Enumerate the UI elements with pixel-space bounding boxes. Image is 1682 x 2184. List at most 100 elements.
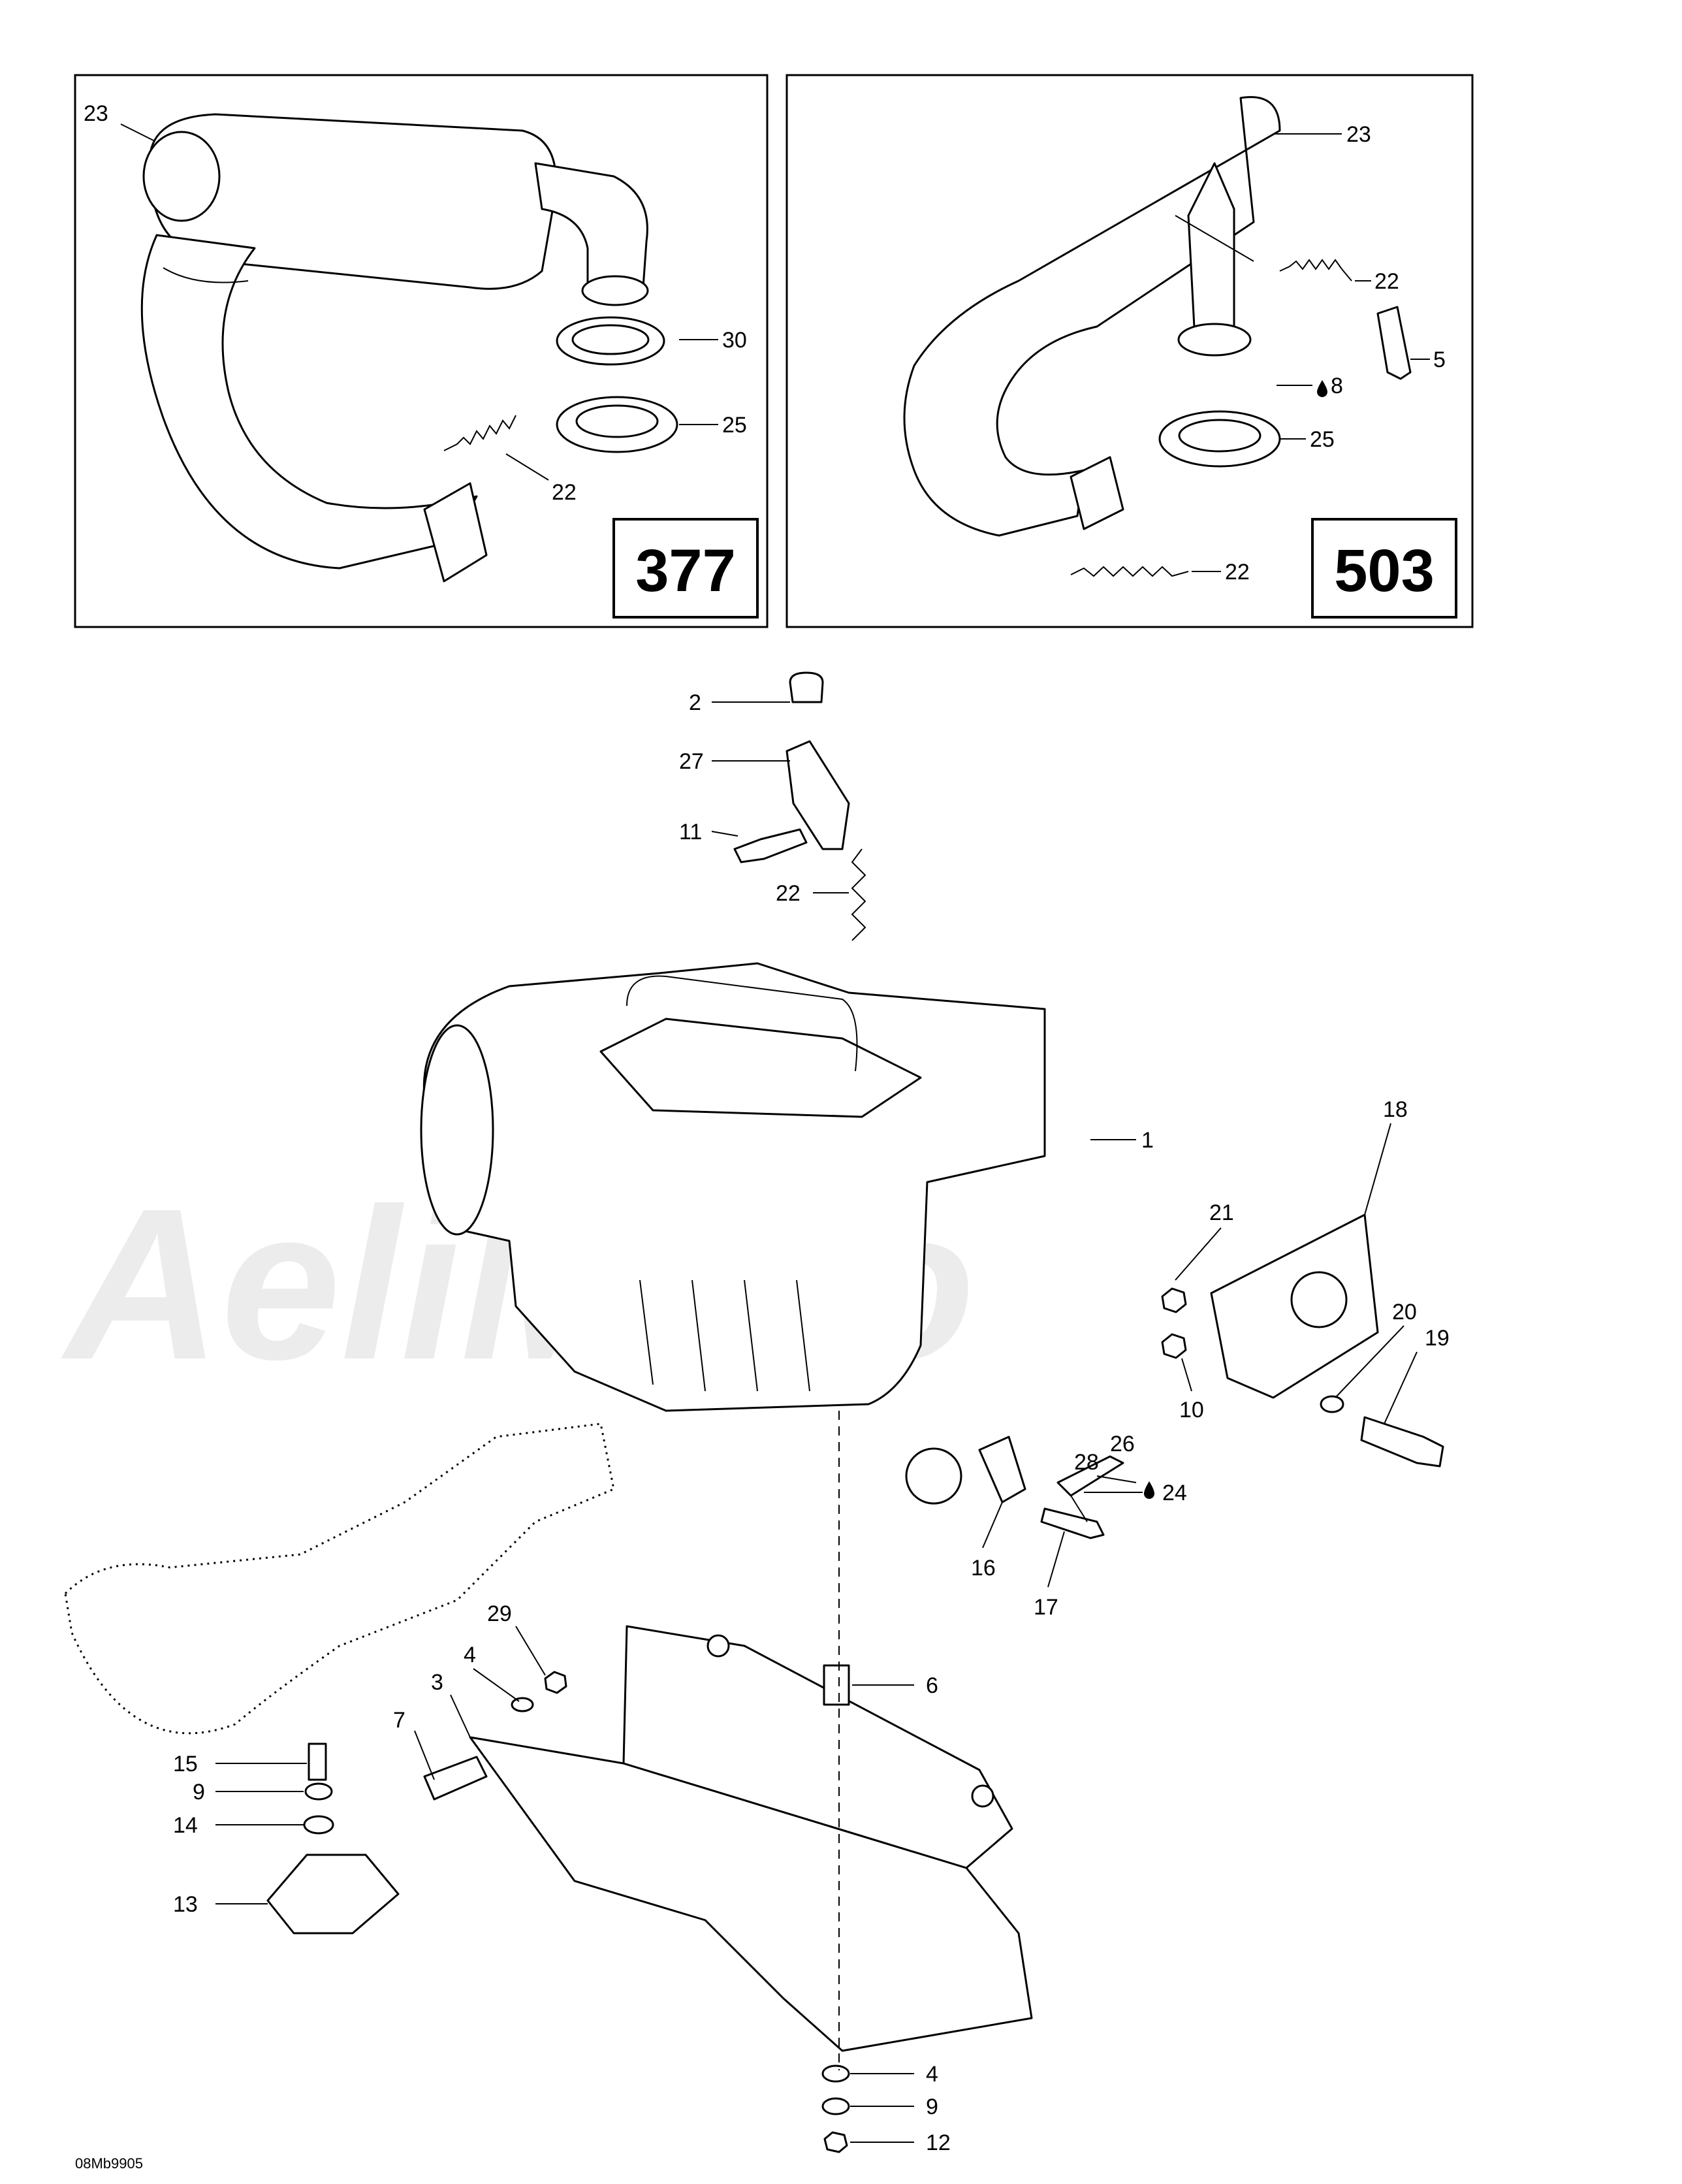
washer-4a (511, 1697, 534, 1712)
callout-4a: 4 (464, 1643, 476, 1667)
callout-7: 7 (393, 1708, 405, 1733)
clamp-377 (163, 267, 249, 283)
leader-7 (414, 1730, 435, 1780)
starter-boss (905, 1447, 962, 1505)
callout-11: 11 (679, 820, 702, 844)
callout-19: 19 (1425, 1326, 1450, 1351)
washer-4b (821, 2064, 850, 2083)
leader-28 (1070, 1495, 1088, 1522)
leader-18 (1364, 1123, 1391, 1215)
main-assembly: 2 27 11 22 1 18 21 20 19 10 26 28 24 16 … (64, 671, 1450, 2155)
chamber-end-503 (1070, 456, 1124, 530)
leader-17 (1047, 1531, 1065, 1588)
callout-503-8: 8 (1331, 374, 1343, 398)
engine-tag-503: 503 (1334, 538, 1435, 604)
callout-18: 18 (1383, 1097, 1408, 1122)
bolt-19 (1360, 1416, 1444, 1468)
callout-29: 29 (487, 1601, 512, 1626)
mount-stud-7 (423, 1756, 488, 1801)
leader-377-22 (505, 453, 549, 481)
muffler-inlet-377 (142, 131, 221, 222)
bracket-27 (785, 740, 850, 850)
callout-377-22: 22 (552, 480, 577, 505)
panel-377-frame (74, 74, 769, 628)
callout-21: 21 (1209, 1200, 1234, 1225)
callout-22: 22 (776, 881, 801, 906)
nut-10 (1161, 1333, 1187, 1359)
washer-9a (304, 1782, 333, 1801)
bracket-16 (978, 1436, 1026, 1503)
callout-377-23: 23 (84, 101, 108, 126)
coolant-tube (626, 975, 858, 1072)
mount-hole-a (971, 1784, 994, 1808)
cylinder-head-plate (599, 1018, 922, 1118)
oil-drop-icon-503 (1317, 380, 1327, 397)
leader-20 (1335, 1325, 1404, 1398)
leader-29 (515, 1626, 546, 1676)
callout-20: 20 (1392, 1300, 1417, 1325)
engine-tag-377: 377 (635, 538, 736, 604)
callout-377-25: 25 (722, 413, 747, 438)
callout-503-5: 5 (1433, 347, 1446, 372)
callout-10: 10 (1179, 1398, 1204, 1422)
callout-503-25: 25 (1310, 427, 1335, 452)
spring-22-main (851, 848, 866, 941)
leader-21 (1175, 1227, 1222, 1281)
engine-mount-plate-upper (622, 1625, 1013, 1869)
fan-housing-face (420, 1024, 494, 1236)
mount-hole-b (706, 1634, 730, 1658)
nut-12 (823, 2131, 848, 2153)
stinger-flange-503 (1177, 323, 1252, 357)
callout-6: 6 (926, 1673, 938, 1698)
callout-4b: 4 (926, 2062, 938, 2087)
bracket-5 (1376, 306, 1412, 380)
mount-bracket-13 (266, 1854, 400, 1935)
callout-9b: 9 (926, 2095, 938, 2119)
phantom-exhaust-manifold (64, 1422, 615, 1735)
washer-9b (821, 2097, 850, 2115)
leader-10 (1181, 1358, 1192, 1392)
leader-26 (1096, 1475, 1137, 1483)
cap-2 (789, 671, 824, 703)
callout-16: 16 (971, 1556, 996, 1581)
spacer-6 (823, 1664, 850, 1706)
callout-9a: 9 (193, 1780, 205, 1805)
callout-28: 28 (1074, 1450, 1099, 1475)
leader-11 (711, 831, 738, 837)
leader-377-23 (120, 123, 154, 141)
callout-12: 12 (926, 2130, 951, 2155)
ring-30-inner (571, 324, 650, 355)
expansion-chamber-503 (903, 96, 1281, 537)
leader-3 (450, 1694, 471, 1738)
cylinder-fins (639, 1279, 810, 1392)
panel-503-frame (785, 74, 1474, 628)
washer-14 (303, 1815, 334, 1835)
panel-377: 23 30 25 22 377 (74, 74, 769, 628)
stinger-503 (1187, 162, 1235, 341)
callout-24: 24 (1162, 1481, 1187, 1505)
stud-26-28 (1056, 1455, 1124, 1497)
callout-3: 3 (431, 1670, 443, 1695)
callout-503-22a: 22 (1374, 269, 1399, 294)
nut-29 (544, 1671, 567, 1694)
gasket-25-503-inner (1178, 419, 1262, 453)
bolt-11 (733, 828, 808, 863)
callout-27: 27 (679, 749, 704, 774)
spring-22b-503 (1070, 566, 1189, 577)
outlet-end-377 (581, 275, 649, 306)
callout-503-22b: 22 (1225, 560, 1250, 585)
callout-15: 15 (173, 1752, 198, 1776)
callout-13: 13 (173, 1892, 198, 1917)
bolt-15 (308, 1742, 327, 1781)
panel-503: 23 22 5 8 25 22 503 (785, 74, 1474, 628)
callout-503-23: 23 (1346, 122, 1371, 147)
spring-22-377 (443, 415, 516, 451)
leader-16 (982, 1502, 1003, 1549)
callout-377-30: 30 (722, 328, 747, 353)
bolt-17 (1040, 1507, 1105, 1539)
plate-18-hole (1290, 1271, 1348, 1328)
drawing-code: 08Mb9905 (75, 2155, 143, 2172)
leader-4a (473, 1668, 520, 1702)
washer-20 (1320, 1395, 1344, 1413)
gasket-25-377-inner (575, 404, 659, 438)
